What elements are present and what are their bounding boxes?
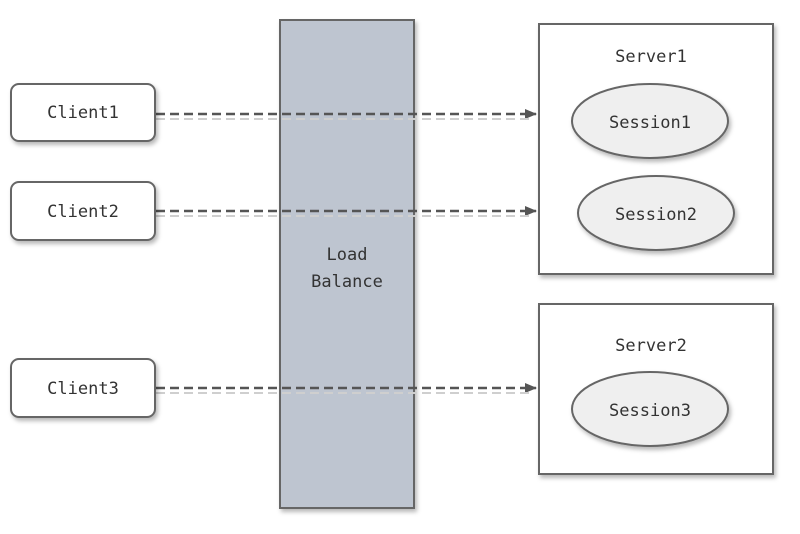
client3-box: Client3 — [10, 358, 156, 418]
session1-label: Session1 — [609, 113, 691, 133]
session1-ellipse: Session1 — [571, 83, 729, 159]
client2-box: Client2 — [10, 181, 156, 241]
client2-label: Client2 — [47, 202, 119, 222]
server2-box: Server2 Session3 — [538, 303, 774, 475]
load-balancer: Load Balance — [279, 19, 415, 509]
session2-ellipse: Session2 — [577, 175, 735, 251]
client1-box: Client1 — [10, 83, 156, 142]
client1-label: Client1 — [47, 103, 119, 123]
connections — [156, 109, 537, 394]
session3-ellipse: Session3 — [571, 371, 729, 447]
client3-label: Client3 — [47, 379, 119, 399]
server2-label: Server2 — [615, 336, 687, 356]
server1-box: Server1 Session1 Session2 — [538, 23, 774, 275]
session2-label: Session2 — [615, 205, 697, 225]
session3-label: Session3 — [609, 401, 691, 421]
load-balancer-label-line2: Balance — [311, 272, 383, 292]
server1-label: Server1 — [615, 47, 687, 67]
load-balancer-label-line1: Load — [327, 245, 368, 265]
